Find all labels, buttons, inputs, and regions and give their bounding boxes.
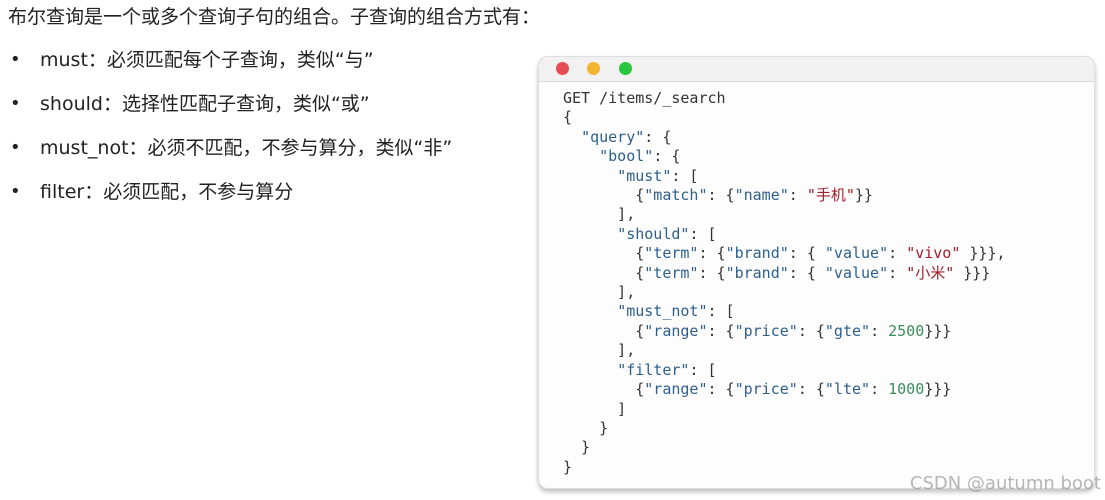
watermark: CSDN @autumn boot bbox=[909, 473, 1101, 494]
close-icon[interactable] bbox=[556, 62, 569, 75]
list-item-text: must：必须匹配每个子查询，类似“与” bbox=[40, 49, 374, 71]
intro-text: 布尔查询是一个或多个查询子句的组合。子查询的组合方式有： bbox=[8, 6, 541, 28]
list-item-text: filter：必须匹配，不参与算分 bbox=[40, 181, 294, 203]
bullet-icon: • bbox=[10, 137, 21, 158]
list-item-text: should：选择性匹配子查询，类似“或” bbox=[40, 93, 370, 115]
bullet-icon: • bbox=[10, 49, 21, 70]
minimize-icon[interactable] bbox=[587, 62, 600, 75]
request-line: GET /items/_search bbox=[563, 89, 726, 107]
bullet-icon: • bbox=[10, 181, 21, 202]
maximize-icon[interactable] bbox=[619, 62, 632, 75]
code-block: GET /items/_search { "query": { "bool": … bbox=[563, 89, 1006, 476]
window-titlebar bbox=[539, 57, 1094, 82]
list-item-text: must_not：必须不匹配，不参与算分，类似“非” bbox=[40, 137, 453, 159]
code-window: GET /items/_search { "query": { "bool": … bbox=[538, 56, 1095, 489]
bullet-icon: • bbox=[10, 93, 21, 114]
